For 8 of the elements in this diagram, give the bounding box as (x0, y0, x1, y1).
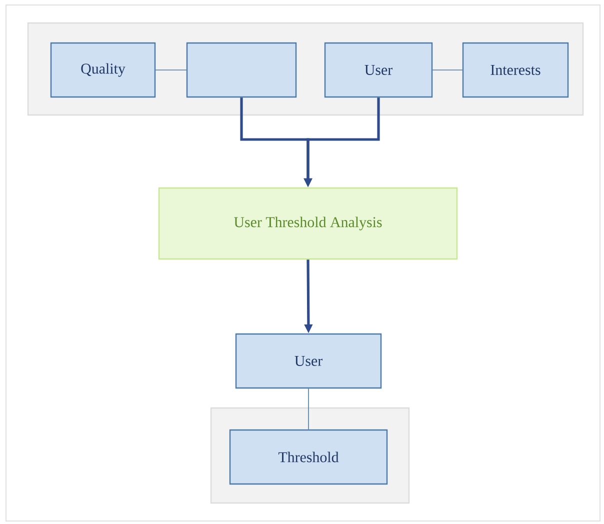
entity-box: User (235, 333, 382, 389)
entity-box: User (324, 42, 433, 98)
entity-box: Quality (50, 42, 156, 98)
process-box: User Threshold Analysis (158, 187, 458, 260)
entity-box: Interests (462, 42, 569, 98)
entity-box: Threshold (229, 429, 388, 485)
connector-line (308, 388, 309, 430)
entity-box (186, 42, 297, 98)
